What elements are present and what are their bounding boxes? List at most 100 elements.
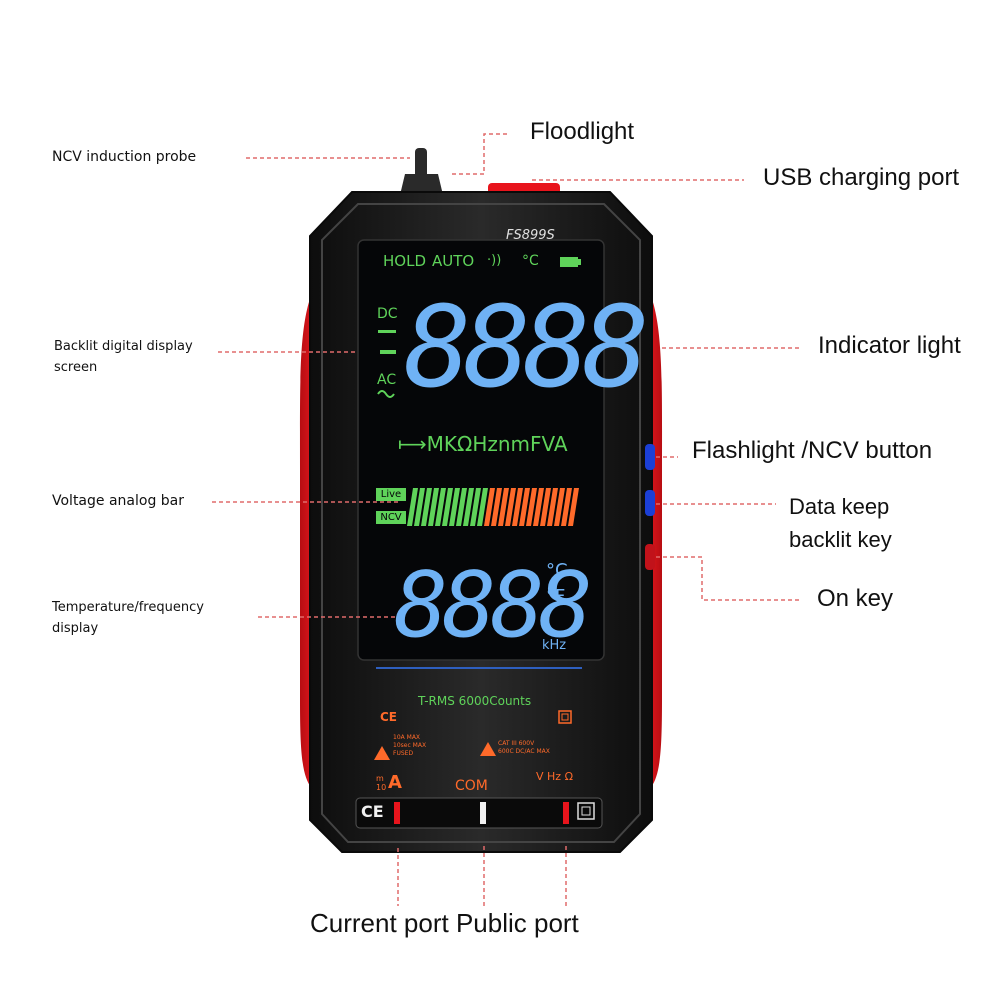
data-keep-backlit-button — [645, 490, 655, 516]
ac-wave-icon — [377, 390, 395, 398]
ce-mark-bottom: CE — [361, 802, 384, 821]
label-temp-line: display — [52, 621, 99, 636]
flashlight-ncv-button — [645, 444, 655, 470]
buzzer-icon: ·)) — [487, 253, 502, 268]
ncv-label: NCV — [376, 511, 406, 524]
label-usb-port: USB charging port — [763, 164, 960, 191]
label-on-key: On key — [817, 585, 894, 612]
com-port — [480, 802, 486, 824]
label-ports-caption: Current port Public port — [310, 908, 579, 938]
analog-bar-segment — [414, 488, 425, 526]
warning-right-line: 600C DC/AC MAX — [498, 748, 550, 755]
sub-unit-f: °F — [546, 586, 566, 607]
insulation-box-bottom-inner — [581, 806, 591, 816]
label-backlit-line: screen — [54, 360, 98, 375]
analog-bar-segment — [407, 488, 418, 526]
hold-indicator: HOLD — [383, 252, 426, 270]
screen-divider — [376, 667, 582, 669]
warning-right-line: CAT III 600V — [498, 740, 535, 747]
analog-bar-segment — [540, 488, 551, 526]
double-insulation-icon — [558, 710, 572, 724]
ncv-probe — [415, 148, 427, 178]
label-temp-frequency: Temperature/frequency display — [52, 597, 204, 639]
auto-indicator: AUTO — [432, 252, 475, 270]
warning-icon-right — [480, 742, 496, 756]
battery-icon-tip — [578, 259, 581, 265]
dc-symbol-line — [378, 330, 396, 333]
double-insulation-inner — [561, 713, 569, 721]
sub-unit-c: °C — [546, 560, 568, 581]
warning-icon-left — [374, 746, 390, 760]
warning-left-line: FUSED — [393, 750, 414, 757]
analog-bar-segment — [470, 488, 481, 526]
leader-lines — [212, 133, 800, 906]
main-digits: 8888 — [404, 283, 650, 413]
live-label: Live — [376, 488, 406, 501]
sub-unit-khz: kHz — [542, 638, 567, 653]
ac-label: AC — [377, 372, 397, 388]
on-key-button — [645, 544, 655, 570]
leader-floodlight — [452, 133, 510, 175]
celsius-indicator: °C — [522, 253, 539, 269]
insulation-box-bottom — [577, 802, 595, 820]
warning-text-left: 10A MAX 10sec MAX FUSED — [393, 734, 426, 758]
label-data-keep-line: backlit key — [789, 527, 892, 552]
leader-on-key — [656, 556, 800, 601]
analog-bar-segment — [449, 488, 460, 526]
analog-bar-segment — [561, 488, 572, 526]
label-indicator-light: Indicator light — [818, 332, 961, 359]
label-data-keep-line: Data keep — [789, 494, 890, 519]
label-backlit-display: Backlit digital display screen — [54, 336, 193, 378]
lcd-screen — [357, 239, 605, 661]
label-data-keep: Data keep backlit key — [789, 490, 892, 556]
analog-bar-segment — [421, 488, 432, 526]
warning-left-line: 10A MAX — [393, 734, 421, 741]
label-flashlight-button: Flashlight /NCV button — [692, 437, 933, 464]
analog-bar-segment — [526, 488, 537, 526]
ce-mark-screen: CE — [380, 710, 398, 724]
label-voltage-bar: Voltage analog bar — [52, 493, 185, 509]
analog-bar-segment — [477, 488, 488, 526]
analog-bar-segment — [442, 488, 453, 526]
label-ncv-probe: NCV induction probe — [52, 149, 197, 165]
analog-bar-segment — [512, 488, 523, 526]
device-bezel — [321, 203, 641, 843]
dc-label: DC — [377, 306, 398, 322]
minus-sign — [380, 350, 396, 354]
current-port — [394, 802, 400, 824]
analog-bar-segment — [463, 488, 474, 526]
current-port-label: A — [388, 772, 402, 793]
analog-bar-segment — [435, 488, 446, 526]
analog-bar-segment — [456, 488, 467, 526]
label-backlit-line: Backlit digital display — [54, 339, 193, 354]
battery-icon — [560, 257, 578, 267]
warning-left-line: 10sec MAX — [393, 742, 427, 749]
analog-bar-segment — [554, 488, 565, 526]
current-port-small-line: 10 — [376, 783, 387, 792]
warning-text-right: CAT III 600V 600C DC/AC MAX — [498, 740, 550, 756]
analog-bar-segment — [547, 488, 558, 526]
analog-bar-segment — [498, 488, 509, 526]
voltage-analog-bar — [407, 488, 579, 526]
vhz-port-label: V Hz Ω — [536, 770, 573, 783]
vhz-port — [563, 802, 569, 824]
com-port-label: COM — [455, 778, 488, 794]
trms-label: T-RMS 6000Counts — [418, 694, 532, 708]
model-label: FS899S — [506, 228, 555, 243]
analog-bar-segment — [505, 488, 516, 526]
ncv-probe-base — [400, 174, 443, 195]
unit-row: ⟼MKΩHznmFVA — [398, 432, 568, 456]
label-temp-line: Temperature/frequency — [52, 600, 204, 615]
analog-bar-segment — [519, 488, 530, 526]
current-port-small-label: m 10 — [376, 774, 386, 792]
analog-bar-segment — [533, 488, 544, 526]
current-port-small-line: m — [376, 774, 384, 783]
analog-bar-segment — [568, 488, 579, 526]
sub-digits: 8888 — [394, 553, 593, 658]
analog-bar-segment — [428, 488, 439, 526]
port-panel — [355, 797, 603, 829]
analog-bar-segment — [491, 488, 502, 526]
label-floodlight: Floodlight — [530, 118, 635, 145]
